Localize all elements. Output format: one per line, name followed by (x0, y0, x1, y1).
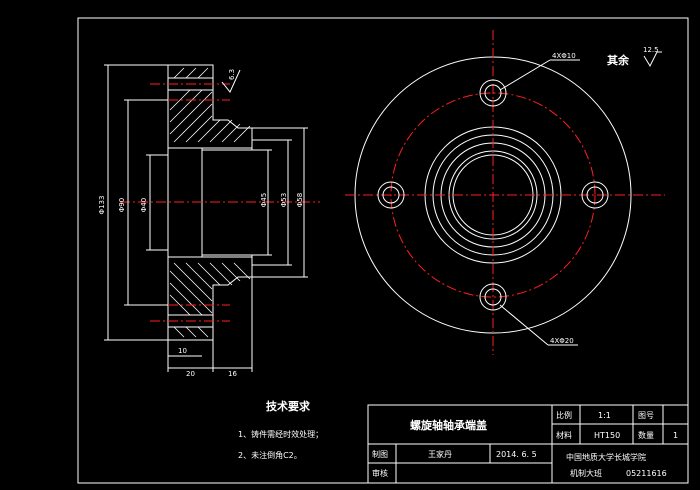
title-block (367, 404, 689, 484)
bolt-holes (377, 79, 609, 311)
student-id: 05211616 (626, 469, 667, 478)
material-label: 材料 (556, 430, 572, 440)
hole-callout-bottom: 4XΦ20 (550, 337, 574, 345)
school-name: 中国地质大学长城学院 (566, 452, 646, 462)
drawing-no-label: 图号 (638, 411, 654, 420)
hole-callout-top: 4XΦ10 (552, 52, 576, 60)
qty-value: 1 (673, 431, 678, 440)
roughness-symbol-icon (643, 51, 662, 68)
dim-d3: Φ40 (140, 198, 148, 212)
front-view: 4XΦ10 4XΦ20 (345, 30, 665, 355)
surface-finish-label: 其余 (607, 53, 630, 67)
roughness-symbol-icon (221, 69, 241, 93)
drawn-label: 制图 (372, 449, 388, 459)
dim-d1: Φ133 (98, 196, 106, 215)
dim-w2: 20 (186, 370, 195, 378)
tech-req-heading: 技术要求 (266, 399, 311, 413)
dim-d2: Φ90 (118, 198, 126, 212)
material-value: HT150 (594, 431, 620, 440)
dim-d5: Φ53 (280, 193, 288, 207)
part-title: 螺旋轴轴承端盖 (410, 418, 487, 432)
tech-req-item-1: 1、铸件需经时效处理； (238, 429, 323, 439)
class-name: 机制大班 (570, 468, 602, 478)
surface-finish-value: 12.5 (643, 46, 659, 54)
scale-value: 1:1 (598, 411, 611, 420)
scale-label: 比例 (556, 410, 572, 420)
dim-d4: Φ45 (260, 193, 268, 207)
section-view: Φ133 Φ90 Φ40 Φ45 Φ53 Φ58 10 20 16 6.3 (98, 64, 320, 378)
dim-roughness: 6.3 (228, 69, 236, 80)
qty-label: 数量 (638, 430, 654, 440)
dim-d6: Φ58 (296, 193, 304, 207)
tech-req-item-2: 2、未注倒角C2。 (238, 450, 302, 460)
dim-w3: 16 (228, 370, 237, 378)
drawn-date: 2014. 6. 5 (496, 450, 537, 459)
drawn-name: 王家丹 (428, 449, 452, 459)
checked-label: 审核 (372, 468, 388, 478)
dim-w1: 10 (178, 347, 187, 355)
